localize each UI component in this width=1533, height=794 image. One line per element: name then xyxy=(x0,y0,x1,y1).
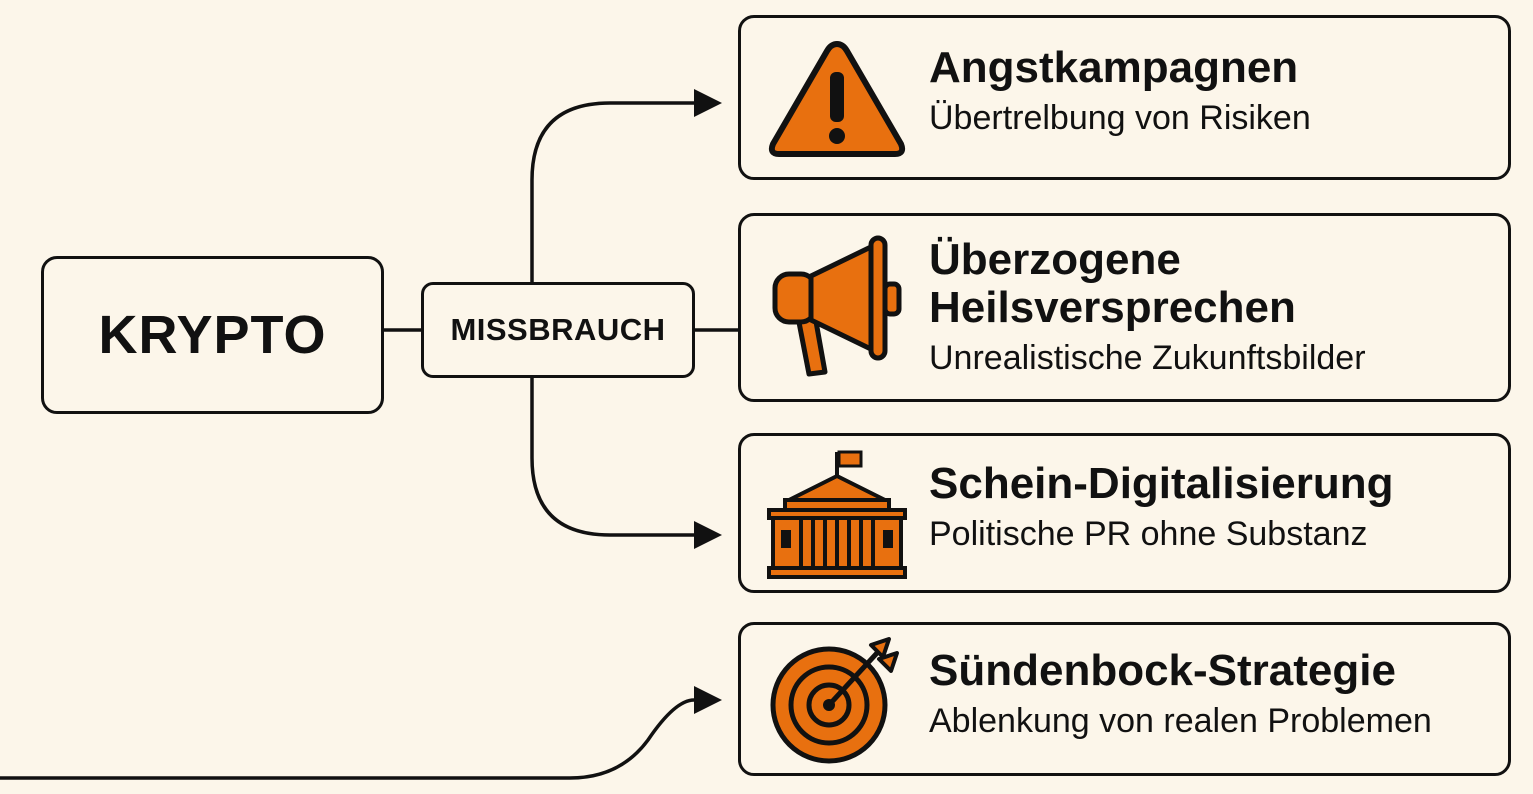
card-suendenbock-strategie[interactable]: Sündenbock-Strategie Ablenkung von reale… xyxy=(738,622,1511,776)
megaphone-icon xyxy=(772,235,902,377)
arrow-card-3 xyxy=(694,521,722,549)
hub-node[interactable]: MISSBRAUCH xyxy=(421,282,695,378)
arrow-card-4 xyxy=(694,686,722,714)
card-title-line-1: Überzogene xyxy=(929,235,1181,284)
root-node[interactable]: KRYPTO xyxy=(41,256,384,414)
connector-hub-card-3 xyxy=(530,378,694,537)
card-subtitle: Politische PR ohne Substanz xyxy=(929,515,1368,553)
connector-hub-card-1 xyxy=(530,101,694,282)
target-arrow-icon xyxy=(770,637,899,764)
card-subtitle: Ablenkung von realen Problemen xyxy=(929,702,1432,740)
government-building-icon xyxy=(767,450,907,579)
card-title: Angstkampagnen xyxy=(929,43,1299,92)
warning-triangle-icon xyxy=(768,41,906,157)
card-angstkampagnen[interactable]: Angstkampagnen Übertrelbung von Risiken xyxy=(738,15,1511,180)
arrow-card-1 xyxy=(694,89,722,117)
card-title: Schein-Digitalisierung xyxy=(929,459,1394,508)
card-subtitle: Übertrelbung von Risiken xyxy=(929,99,1311,137)
hub-label: MISSBRAUCH xyxy=(450,312,666,347)
card-title-line-2: Heilsversprechen xyxy=(929,283,1296,332)
root-label: KRYPTO xyxy=(98,305,327,365)
card-title: Sündenbock-Strategie xyxy=(929,646,1396,695)
connector-to-card-4 xyxy=(0,698,695,780)
card-schein-digitalisierung[interactable]: Schein-Digitalisierung Politische PR ohn… xyxy=(738,433,1511,593)
card-heilsversprechen[interactable]: Überzogene Heilsversprechen Unrealistisc… xyxy=(738,213,1511,402)
card-subtitle: Unrealistische Zukunftsbilder xyxy=(929,339,1366,377)
